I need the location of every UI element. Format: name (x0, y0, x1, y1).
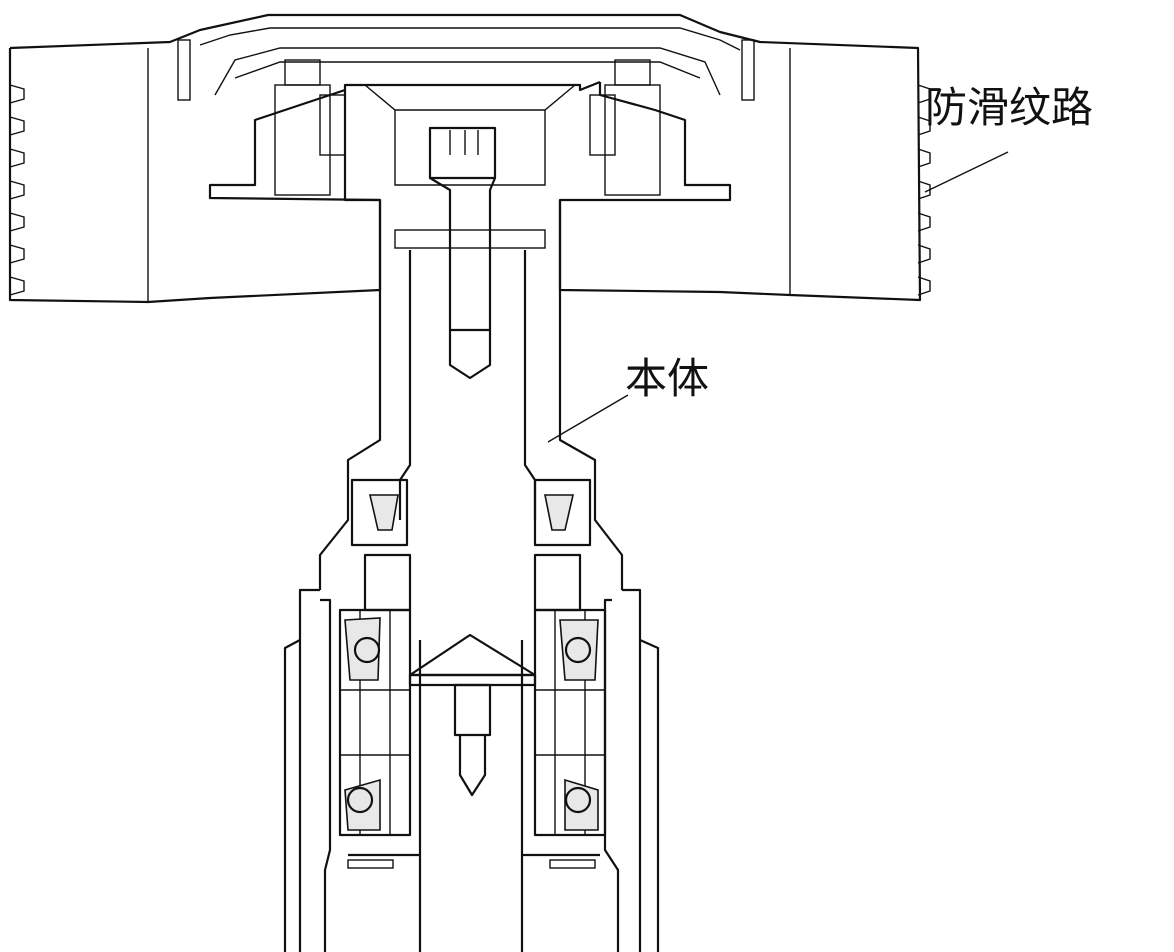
lower-housing (283, 478, 660, 952)
label-anti-slip-texture: 防滑纹路 (925, 83, 1094, 132)
leader-line-anti-slip (924, 151, 1009, 193)
leader-line-body (547, 394, 629, 443)
body-part (318, 80, 624, 590)
knob (8, 13, 931, 304)
center-pin (408, 633, 537, 797)
label-body: 本体 (625, 354, 710, 403)
